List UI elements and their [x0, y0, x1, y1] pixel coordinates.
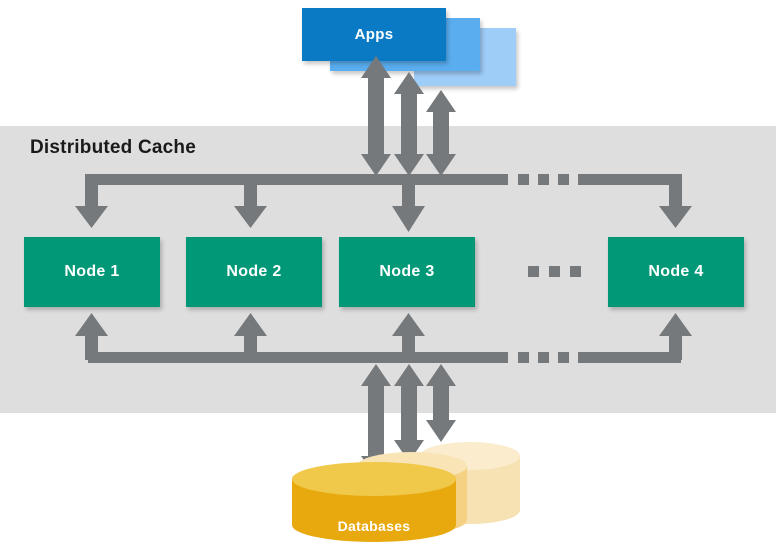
- apps-box-front[interactable]: Apps: [302, 8, 446, 61]
- databases-label: Databases: [337, 518, 411, 534]
- cache-outbound-bus-left: [88, 352, 508, 363]
- cache-node-1[interactable]: Node 1: [24, 237, 160, 307]
- node-row-ellipsis-dot-3: [570, 266, 581, 277]
- bottom-bus-ellipsis-dot-1: [518, 352, 529, 363]
- top-bus-ellipsis-dot-1: [518, 174, 529, 185]
- cache-node-2[interactable]: Node 2: [186, 237, 322, 307]
- cache-node-2-label: Node 2: [226, 263, 282, 280]
- top-bus-ellipsis-dot-2: [538, 174, 549, 185]
- bottom-bus-ellipsis-dot-3: [558, 352, 569, 363]
- cache-node-4[interactable]: Node 4: [608, 237, 744, 307]
- node-row-ellipsis-dot-1: [528, 266, 539, 277]
- apps-label: Apps: [354, 26, 394, 43]
- cache-inbound-bus-right: [578, 174, 681, 185]
- cache-node-4-label: Node 4: [648, 263, 704, 280]
- cache-outbound-bus-right: [578, 352, 681, 363]
- node-row-ellipsis-dot-2: [549, 266, 560, 277]
- cache-node-1-label: Node 1: [64, 263, 120, 280]
- database-cylinder-front[interactable]: Databases: [292, 462, 456, 548]
- bottom-bus-ellipsis-dot-2: [538, 352, 549, 363]
- cache-node-3-label: Node 3: [379, 263, 435, 280]
- cache-node-3[interactable]: Node 3: [339, 237, 475, 307]
- distributed-cache-label: Distributed Cache: [30, 137, 196, 158]
- cache-inbound-bus-left: [88, 174, 508, 185]
- top-bus-ellipsis-dot-3: [558, 174, 569, 185]
